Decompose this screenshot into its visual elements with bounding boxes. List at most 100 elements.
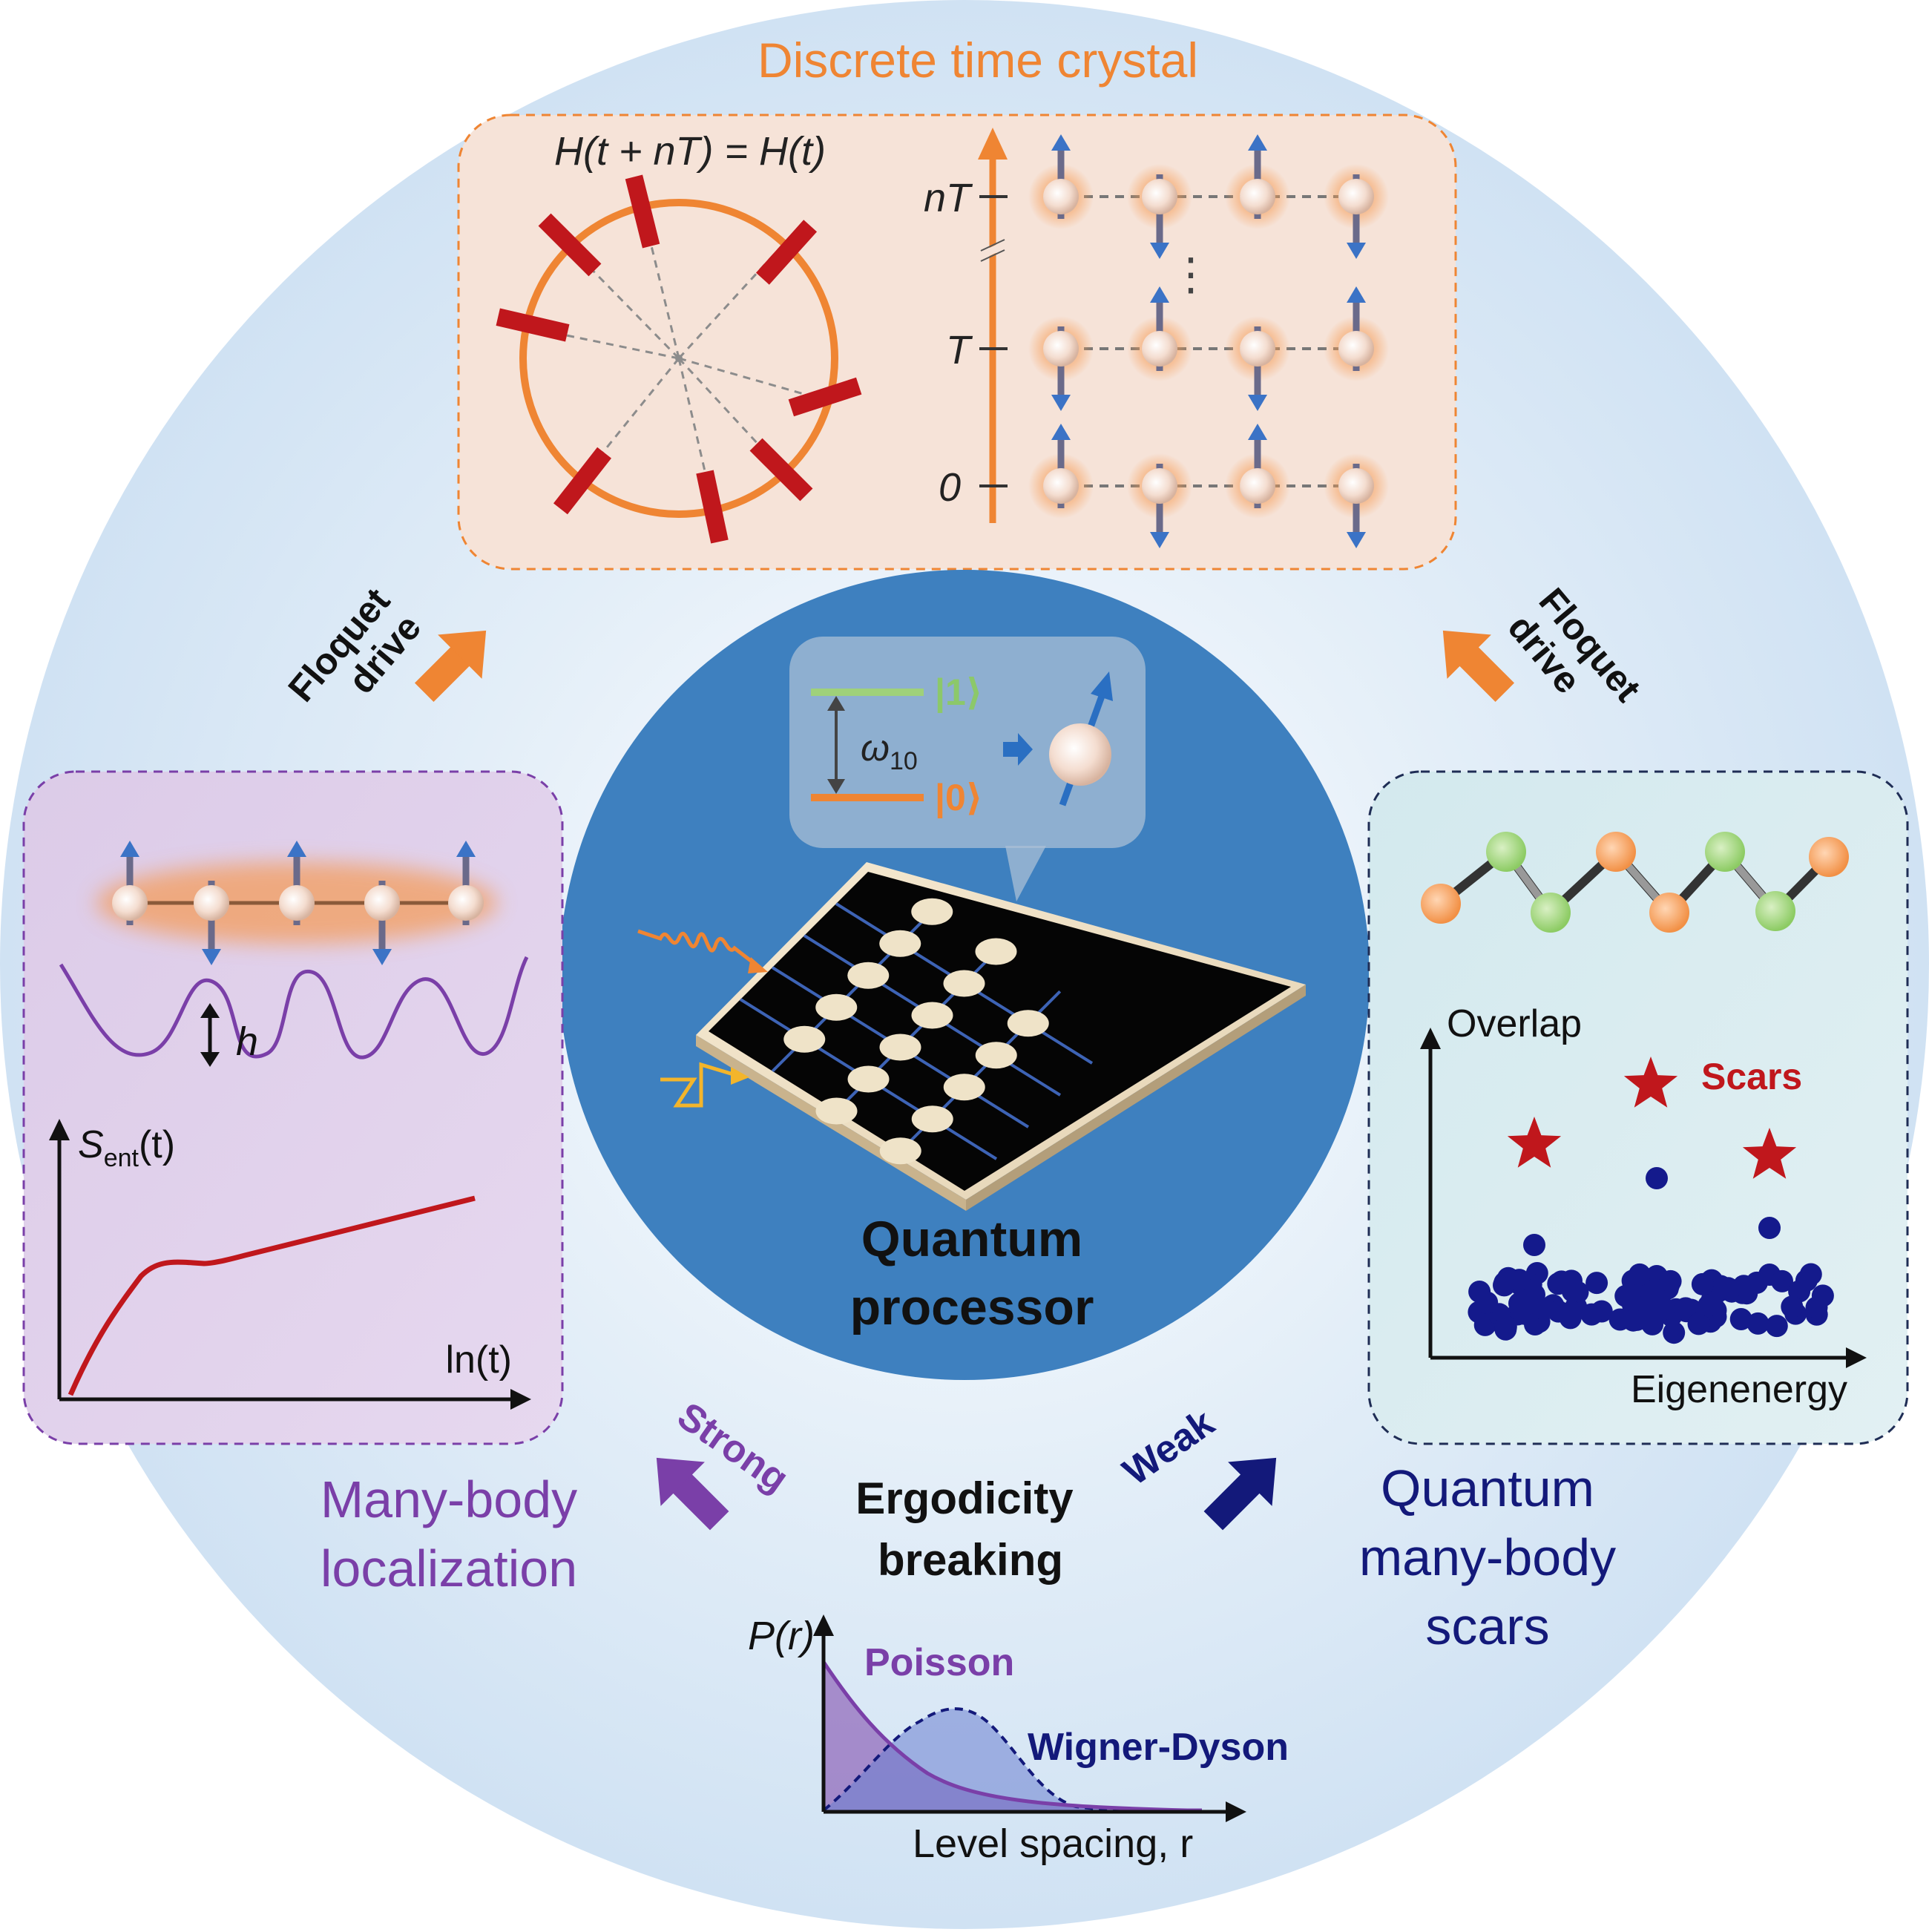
- spin-row0-3: [1324, 164, 1389, 259]
- bulk-dot-84: [1629, 1263, 1651, 1286]
- bulk-dot-64: [1746, 1312, 1769, 1335]
- level-spacing-plot: [813, 1614, 1246, 1822]
- spin-row2-2: [1225, 424, 1290, 519]
- flux-line: [660, 1062, 739, 1108]
- mbl-title-line2: localization: [321, 1540, 577, 1597]
- spin-row0-2: [1225, 134, 1290, 229]
- top-panel-title: Discrete time crystal: [758, 33, 1198, 88]
- qubit-edge-1: [975, 938, 1017, 965]
- qubit-9: [943, 1074, 985, 1101]
- qubit-2: [847, 962, 890, 989]
- bulk-dot-92: [1698, 1294, 1721, 1317]
- qubit-5: [879, 1034, 921, 1061]
- qubit-bubble: [789, 637, 1146, 901]
- bulk-dot-89: [1691, 1272, 1714, 1295]
- scars-title-line3: scars: [1425, 1597, 1549, 1655]
- scar-star-3: [1742, 1128, 1797, 1179]
- qubit-3: [879, 930, 921, 957]
- time-crystal-panel: [457, 114, 1457, 571]
- floquet-clock: [496, 174, 862, 544]
- bulk-dot-73: [1560, 1301, 1583, 1324]
- bulk-dot-71: [1585, 1272, 1608, 1295]
- scars-title-line1: Quantum: [1381, 1459, 1594, 1517]
- bulk-dot-88: [1659, 1269, 1682, 1292]
- bulk-dot-40: [1663, 1321, 1686, 1344]
- strong-arrow: [656, 1457, 729, 1531]
- bulk-dot-85: [1781, 1295, 1804, 1318]
- scar-star-1: [1507, 1117, 1562, 1168]
- qubit-6: [911, 1002, 953, 1029]
- qubit-8: [911, 1105, 953, 1133]
- bulk-dot-78: [1622, 1293, 1644, 1316]
- overlap-plot: [1420, 1028, 1867, 1368]
- spin-row1-1: [1127, 286, 1192, 381]
- ergodicity-line1: Ergodicity: [855, 1473, 1074, 1523]
- time-axis: [978, 128, 1008, 523]
- qubit-edge-3: [815, 1097, 858, 1125]
- floquet-arrow-right: [1442, 630, 1515, 703]
- qubit-edge-0: [911, 898, 953, 925]
- eigenenergy-axis-label: Eigenenergy: [1631, 1368, 1847, 1411]
- bulk-dot-35: [1729, 1308, 1752, 1330]
- mbl-spin-4: [448, 841, 484, 925]
- level-1-label: |1⟩: [935, 671, 983, 714]
- entropy-axis-label: Sent(t): [78, 1123, 175, 1172]
- qubit-1: [815, 993, 858, 1021]
- omega-label: ω10: [861, 727, 918, 775]
- mbl-spin-3: [364, 881, 400, 965]
- spin-row2-0: [1028, 424, 1094, 519]
- scars-title-line2: many-body: [1359, 1528, 1616, 1586]
- h-indicator: [200, 1003, 220, 1067]
- disorder-potential: [59, 956, 529, 1059]
- ln-t-axis-label: ln(t): [445, 1338, 512, 1381]
- spin-row1-2: [1225, 316, 1290, 411]
- qubit-0: [783, 1025, 826, 1053]
- entanglement-plot: [49, 1119, 531, 1410]
- bulk-dot-90: [1622, 1309, 1645, 1332]
- qubit-4: [847, 1065, 890, 1093]
- scar-star-2: [1623, 1057, 1678, 1108]
- bulk-dot-81: [1508, 1269, 1531, 1292]
- zigzag-chain: [1421, 832, 1849, 933]
- qubit-edge-2: [879, 1137, 921, 1165]
- label-zero: 0: [939, 465, 961, 510]
- scar-dot-4: [1758, 1217, 1781, 1239]
- bulk-dot-94: [1644, 1293, 1667, 1316]
- mbl-spin-2: [279, 841, 315, 925]
- floquet-arrow-left: [414, 630, 487, 703]
- bulk-dot-49: [1675, 1297, 1697, 1320]
- bulk-dot-91: [1811, 1284, 1834, 1307]
- spin-row0-0: [1028, 134, 1094, 229]
- h-label: h: [236, 1019, 258, 1064]
- qubit-11: [1007, 1010, 1049, 1037]
- qubit-7: [943, 970, 985, 997]
- processor-label-line2: processor: [850, 1279, 1094, 1335]
- qubit-chip: [696, 862, 1306, 1211]
- spin-chain-rows: [1028, 134, 1389, 548]
- spin-row2-3: [1324, 453, 1389, 548]
- microwave-line: [637, 929, 762, 970]
- p-r-axis-label: P(r): [748, 1614, 815, 1658]
- scar-dot-2: [1646, 1167, 1668, 1189]
- wigner-dyson-label: Wigner-Dyson: [1028, 1726, 1289, 1769]
- bulk-dot-59: [1765, 1315, 1788, 1338]
- qubit-10: [975, 1042, 1017, 1069]
- spin-row1-0: [1028, 316, 1094, 411]
- level-spacing-axis-label: Level spacing, r: [913, 1821, 1193, 1866]
- mbl-spin-1: [194, 881, 229, 965]
- mbl-title-line1: Many-body: [321, 1471, 577, 1528]
- scars-label: Scars: [1701, 1056, 1802, 1097]
- bulk-dot-76: [1531, 1297, 1554, 1320]
- spin-row1-3: [1324, 286, 1389, 381]
- mbl-spin-chain: [96, 841, 497, 965]
- mbl-panel: [22, 770, 564, 1445]
- level-0-label: |0⟩: [935, 777, 983, 819]
- scar-dot-0: [1523, 1234, 1545, 1256]
- bulk-dot-37: [1771, 1269, 1793, 1292]
- bulk-dot-75: [1494, 1315, 1517, 1338]
- mbl-spin-0: [112, 841, 148, 925]
- processor-label-line1: Quantum: [861, 1211, 1082, 1267]
- poisson-label: Poisson: [864, 1641, 1014, 1684]
- overlap-axis-label: Overlap: [1447, 1002, 1582, 1045]
